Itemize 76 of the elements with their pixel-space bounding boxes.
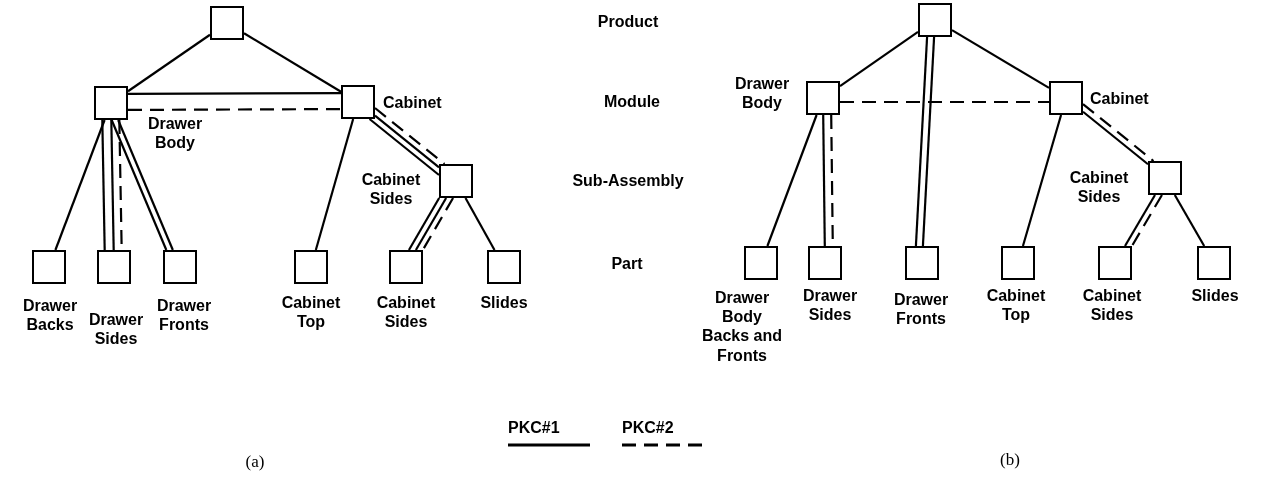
part-label: Drawer Body — [733, 74, 791, 113]
panel-label: (a) — [244, 452, 266, 473]
part-box — [487, 250, 521, 284]
part-label: Drawer Fronts — [155, 296, 213, 335]
connector-line — [1131, 194, 1163, 247]
part-label: Drawer Backs — [21, 296, 79, 335]
part-box — [94, 86, 128, 120]
connector-line — [243, 32, 342, 93]
part-label: Drawer Body Backs and Fronts — [700, 288, 783, 365]
level-label: Module — [603, 92, 661, 112]
connector-line — [374, 114, 440, 169]
part-label: Cabinet Sides — [360, 170, 422, 209]
part-box — [97, 250, 131, 284]
part-box — [1148, 161, 1182, 195]
connector-line — [421, 197, 454, 251]
connector-line — [127, 33, 211, 93]
part-label: Cabinet Sides — [1068, 168, 1130, 207]
connector-line — [822, 115, 826, 246]
connector-line — [110, 119, 168, 251]
part-box — [905, 246, 939, 280]
connector-line — [1082, 103, 1155, 162]
part-label: Drawer Sides — [801, 286, 859, 325]
part-label: Slides — [1190, 286, 1240, 306]
part-box — [1049, 81, 1083, 115]
connector-line — [374, 107, 446, 165]
part-label: Cabinet Sides — [1081, 286, 1143, 325]
connector-line — [464, 197, 496, 251]
part-label: Cabinet Top — [985, 286, 1047, 325]
part-label: Slides — [479, 293, 529, 313]
part-label: Drawer Sides — [87, 310, 145, 349]
connector-line — [54, 119, 106, 251]
connector-line — [840, 100, 1049, 104]
connector-line — [117, 119, 174, 251]
connector-line — [368, 118, 440, 176]
part-label: Drawer Fronts — [892, 290, 950, 329]
connector-line — [408, 197, 441, 251]
connector-line — [414, 197, 448, 251]
part-label: Cabinet Sides — [375, 293, 437, 332]
part-box — [210, 6, 244, 40]
connector-line — [1173, 194, 1206, 247]
connector-line — [1021, 114, 1063, 247]
connector-line — [839, 30, 919, 88]
part-box — [389, 250, 423, 284]
level-label: Product — [596, 12, 660, 32]
part-box — [163, 250, 197, 284]
part-box — [806, 81, 840, 115]
part-box — [808, 246, 842, 280]
connector-line — [1124, 194, 1156, 247]
panel-label: (b) — [999, 450, 1021, 471]
part-box — [1098, 246, 1132, 280]
part-label: Drawer Body — [146, 114, 204, 153]
level-label: Part — [610, 254, 644, 274]
connector-line — [951, 29, 1050, 89]
connector-line — [1082, 110, 1149, 166]
connector-line — [314, 118, 355, 251]
connector-line — [101, 120, 106, 251]
part-box — [1197, 246, 1231, 280]
part-box — [744, 246, 778, 280]
part-box — [439, 164, 473, 198]
part-box — [341, 85, 375, 119]
connector-line — [110, 119, 115, 251]
connector-line — [914, 36, 929, 247]
part-label: Cabinet — [383, 93, 443, 113]
legend-label: PKC#1 — [508, 418, 560, 438]
part-label: Cabinet — [1090, 89, 1150, 109]
connector-line — [128, 107, 341, 112]
part-box — [918, 3, 952, 37]
legend-label: PKC#2 — [622, 418, 674, 438]
level-label: Sub-Assembly — [571, 171, 685, 191]
connector-line — [766, 114, 818, 247]
part-box — [32, 250, 66, 284]
part-label: Cabinet Top — [280, 293, 342, 332]
part-box — [1001, 246, 1035, 280]
connector-line — [921, 36, 936, 247]
connector-line — [128, 91, 341, 96]
part-box — [294, 250, 328, 284]
